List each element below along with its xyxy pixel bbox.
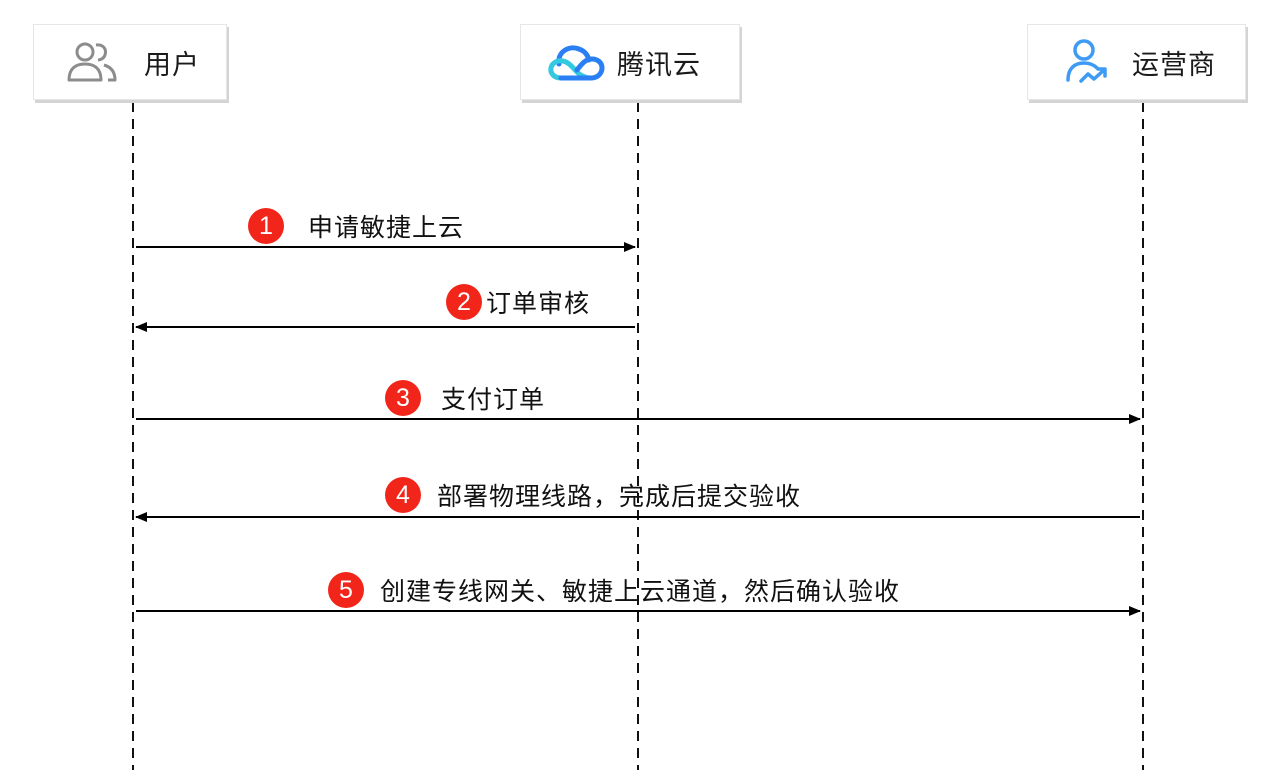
actor-label-user: 用户 [144, 49, 200, 81]
step-badge-2: 2 [446, 284, 482, 320]
actor-label-tencent-cloud: 腾讯云 [617, 49, 701, 81]
actor-label-carrier: 运营商 [1132, 49, 1216, 81]
step-badge-4: 4 [385, 477, 421, 513]
users-icon [66, 41, 118, 83]
message-1-label: 1 申请敏捷上云 [248, 208, 464, 244]
user-trend-icon [1064, 38, 1110, 86]
tencent-cloud-logo-icon [547, 42, 605, 82]
step-badge-5: 5 [328, 572, 364, 608]
actor-tencent-cloud: 腾讯云 [520, 24, 740, 100]
actor-user: 用户 [33, 24, 227, 100]
message-5-label: 5 创建专线网关、敏捷上云通道，然后确认验收 [328, 572, 900, 608]
message-4-label: 4 部署物理线路，完成后提交验收 [385, 477, 801, 513]
message-2-text: 订单审核 [486, 289, 591, 318]
message-3-text: 支付订单 [441, 385, 546, 414]
step-badge-3: 3 [385, 380, 421, 416]
message-4-text: 部署物理线路，完成后提交验收 [437, 482, 802, 511]
actor-carrier: 运营商 [1027, 24, 1246, 100]
step-badge-1: 1 [248, 208, 284, 244]
message-3-label: 3 支付订单 [385, 380, 545, 416]
message-5-text: 创建专线网关、敏捷上云通道，然后确认验收 [380, 577, 901, 606]
message-2-label: 2 订单审核 [446, 284, 590, 320]
message-1-text: 申请敏捷上云 [308, 213, 465, 242]
